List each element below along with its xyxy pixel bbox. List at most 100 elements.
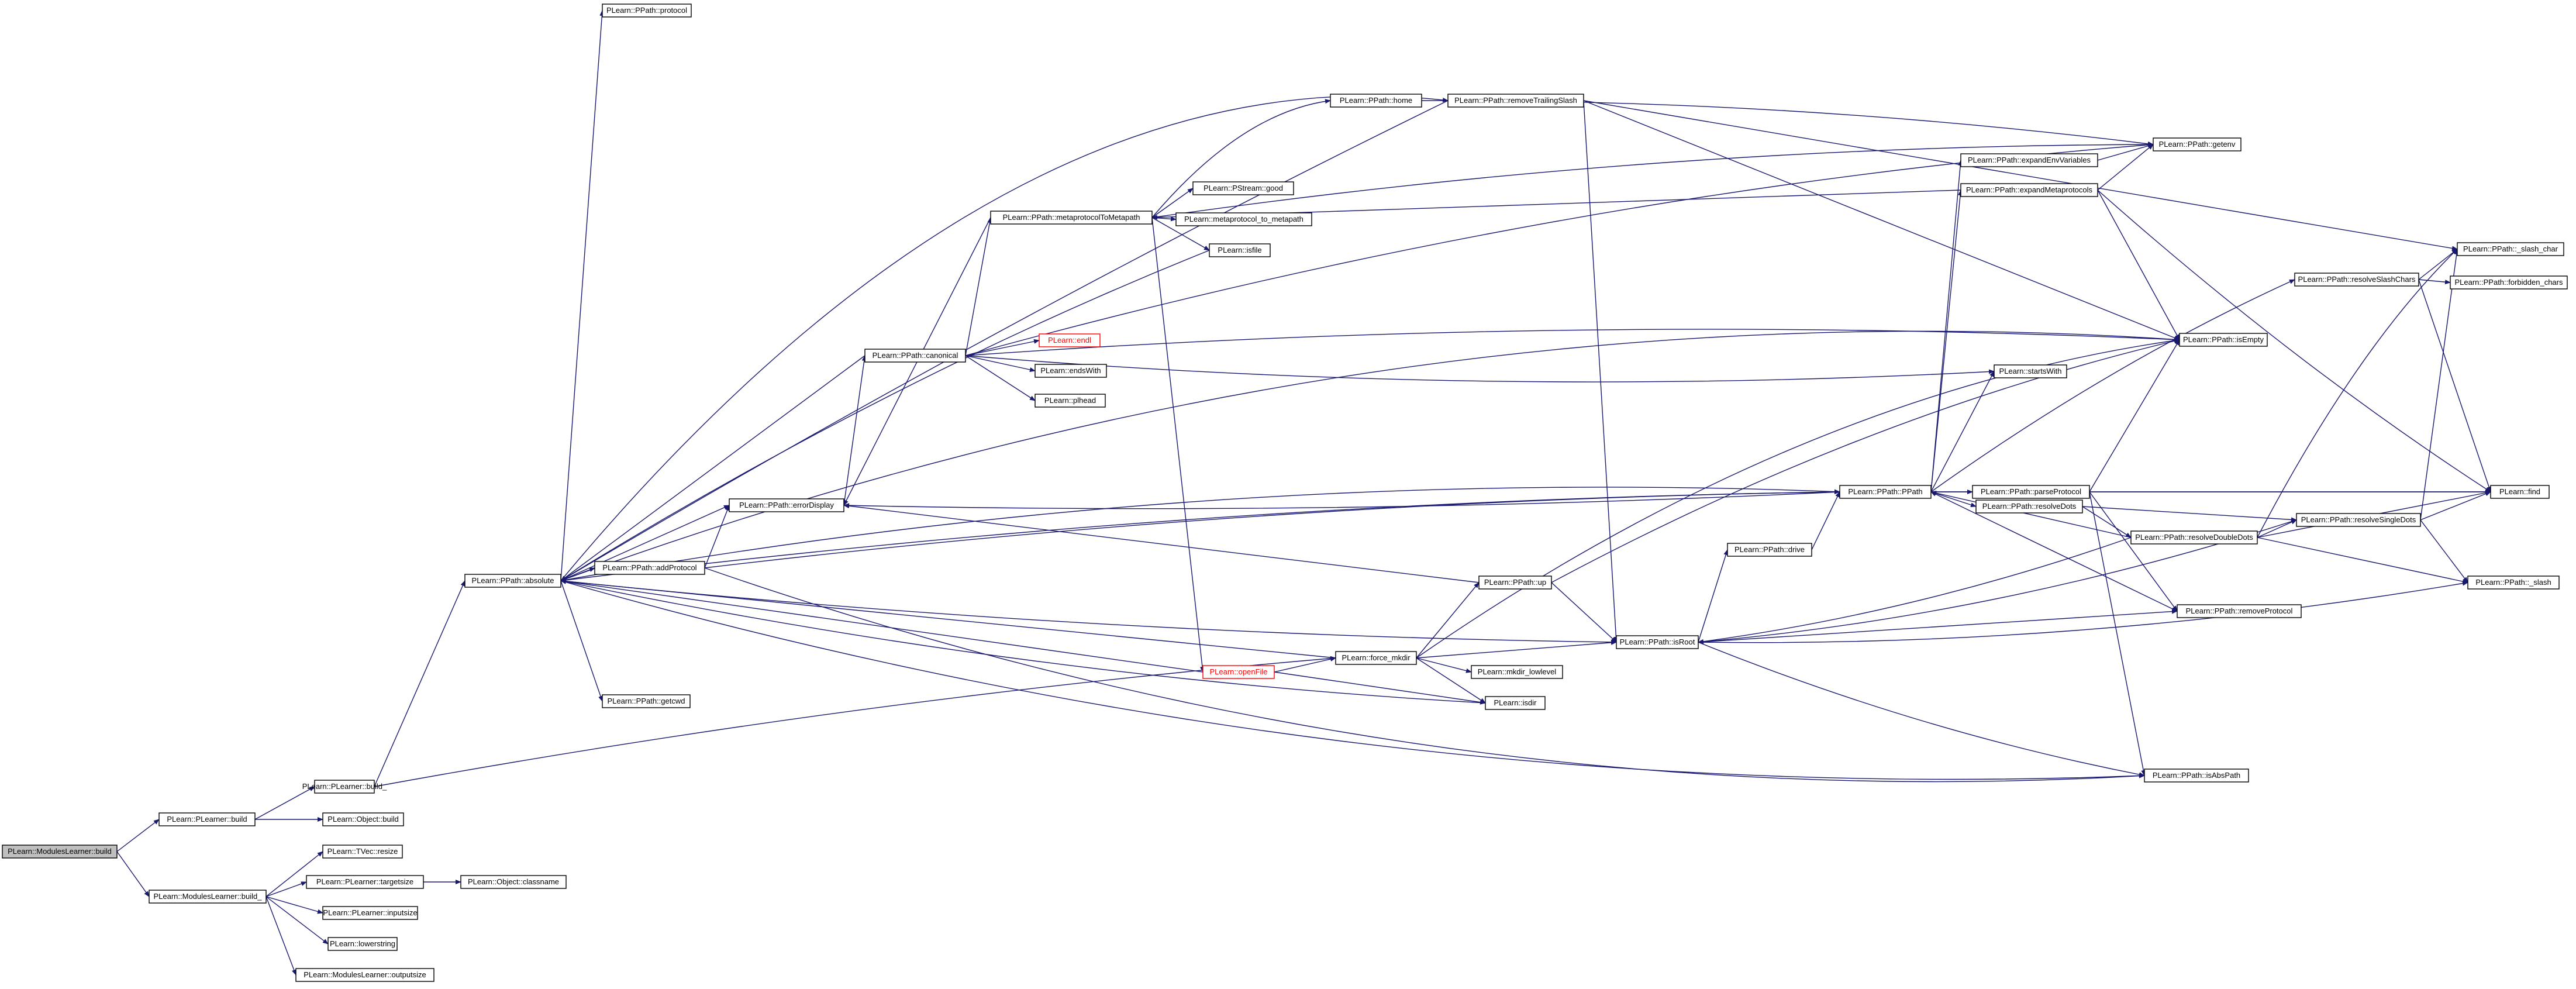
node-object-classname[interactable]: PLearn::Object::classname [460, 875, 567, 889]
node-ppath-home[interactable]: PLearn::PPath::home [1330, 94, 1422, 108]
node-label: PLearn::PPath::resolveSlashChars [2298, 275, 2416, 284]
node-forbidden-chars[interactable]: PLearn::PPath::forbidden_chars [2450, 275, 2568, 290]
node-inputsize[interactable]: PLearn::PLearner::inputsize [322, 906, 418, 920]
node-metaprotocol-to-metapath[interactable]: PLearn::PPath::metaprotocolToMetapath [990, 211, 1153, 225]
node-box [149, 890, 267, 904]
node-label: PLearn::isdir [1494, 698, 1537, 707]
node-box [1960, 153, 2098, 167]
edge-resolve-double-dots-to-slash-char [2257, 249, 2458, 538]
node-box [1175, 212, 1312, 226]
node-ppath-errordisplay[interactable]: PLearn::PPath::errorDisplay [729, 498, 844, 512]
node-pstream-good[interactable]: PLearn::PStream::good [1192, 181, 1294, 195]
node-modules-build-[interactable]: PLearn::ModulesLearner::build_ [149, 890, 267, 904]
edge-isfile-to-ppath-absolute [560, 250, 1210, 581]
edge-remove-trailing-slash-to-ppath-isempty [1583, 100, 2180, 340]
edge-force-mkdir-to-ppath-absolute [560, 578, 1336, 659]
node-label: PLearn::PPath::home [1340, 96, 1412, 105]
node-box [2457, 242, 2564, 256]
node-endswith[interactable]: PLearn::endsWith [1034, 364, 1107, 378]
node-ppath-canonical[interactable]: PLearn::PPath::canonical [864, 349, 966, 363]
node-ppath-absolute[interactable]: PLearn::PPath::absolute [464, 574, 561, 588]
node-remove-trailing-slash[interactable]: PLearn::PPath::removeTrailingSlash [1447, 94, 1584, 108]
edge-remove-trailing-slash-to-ppath-isroot [1583, 100, 1619, 643]
node-resolve-dots[interactable]: PLearn::PPath::resolveDots [1975, 499, 2083, 514]
node-label: PLearn::PLearner::build_ [302, 782, 387, 791]
edge-ppath-up-to-ppath-errordisplay [843, 504, 1480, 583]
node-is-abs-path[interactable]: PLearn::PPath::isAbsPath [2144, 769, 2249, 783]
edge-ppath-addprotocol-to-ppath-errordisplay [704, 505, 730, 568]
node-resolve-double-dots[interactable]: PLearn::PPath::resolveDoubleDots [2130, 530, 2258, 545]
edge-isdir-to-ppath-absolute [560, 579, 1486, 704]
edge-modules-build--to-tvec-resize [265, 851, 323, 897]
node-box [327, 937, 398, 951]
node-box [1485, 696, 1546, 710]
node-ppath-drive[interactable]: PLearn::PPath::drive [1727, 543, 1812, 557]
node-openfile[interactable]: PLearn::openFile [1202, 665, 1275, 679]
node-box [1616, 635, 1699, 649]
edge-ppath-canonical-to-plhead [965, 355, 1036, 401]
node-ppath-getenv[interactable]: PLearn::PPath::getenv [2153, 137, 2242, 151]
node-root[interactable]: PLearn::ModulesLearner::build [2, 845, 118, 859]
edge-ppath-ppath-to-resolve-slash-chars [1930, 279, 2295, 492]
node-box [158, 812, 256, 826]
edge-ppath-canonical-to-ppath-getenv [965, 142, 2154, 356]
node-ppath-isroot[interactable]: PLearn::PPath::isRoot [1616, 635, 1699, 649]
node-box [314, 780, 375, 794]
node-metaprotocol-to-metapath-fn[interactable]: PLearn::metaprotocol_to_metapath [1175, 212, 1312, 226]
node-endl[interactable]: PLearn::endl [1039, 333, 1101, 347]
node-startswith[interactable]: PLearn::startsWith [1994, 364, 2067, 378]
node-find[interactable]: PLearn::find [2490, 485, 2550, 499]
node-label: PLearn::PLearner::build [167, 815, 247, 823]
node-slash-char[interactable]: PLearn::PPath::_slash_char [2457, 242, 2564, 256]
edge-root-to-modules-build- [116, 851, 150, 897]
node-box [460, 875, 567, 889]
node-plearner-build-[interactable]: PLearn::PLearner::build_ [302, 780, 387, 794]
node-label: PLearn::PPath::removeProtocol [2186, 607, 2293, 615]
node-slash[interactable]: PLearn::PPath::_slash [2467, 576, 2560, 590]
node-ppath-ppath[interactable]: PLearn::PPath::PPath [1839, 485, 1932, 499]
node-ppath-isempty[interactable]: PLearn::PPath::isEmpty [2179, 333, 2268, 347]
edge-resolve-single-dots-to-slash-char [2420, 249, 2459, 521]
node-resolve-single-dots[interactable]: PLearn::PPath::resolveSingleDots [2296, 513, 2421, 527]
edge-plearner-build-to-plearner-build- [254, 786, 315, 820]
node-plhead[interactable]: PLearn::plhead [1034, 394, 1106, 408]
edge-metaprotocol-to-metapath-to-ppath-getenv [1151, 142, 2154, 218]
edge-ppath-ppath-to-resolve-dots [1930, 491, 1977, 508]
edge-expand-metaprotocols-to-ppath-getenv [2097, 144, 2154, 191]
node-plearner-build[interactable]: PLearn::PLearner::build [158, 812, 256, 826]
edge-force-mkdir-to-ppath-up [1416, 582, 1480, 659]
node-ppath-getcwd[interactable]: PLearn::PPath::getcwd [602, 694, 691, 708]
node-lowerstring[interactable]: PLearn::lowerstring [327, 937, 398, 951]
node-parse-protocol[interactable]: PLearn::PPath::parseProtocol [1972, 485, 2090, 499]
node-isdir[interactable]: PLearn::isdir [1485, 696, 1546, 710]
node-outputsize[interactable]: PLearn::ModulesLearner::outputsize [295, 968, 434, 982]
node-targetsize[interactable]: PLearn::PLearner::targetsize [306, 875, 424, 889]
node-isfile[interactable]: PLearn::isfile [1209, 243, 1271, 257]
node-box [322, 812, 404, 826]
node-mkdir-lowlevel[interactable]: PLearn::mkdir_lowlevel [1471, 665, 1563, 679]
node-label: PLearn::PPath::removeTrailingSlash [1454, 96, 1577, 105]
node-ppath-protocol[interactable]: PLearn::PPath::protocol [602, 4, 692, 18]
node-box [322, 906, 418, 920]
node-box [2296, 513, 2421, 527]
edge-ppath-isroot-to-is-abs-path [1698, 642, 2145, 777]
node-box [1335, 651, 1417, 665]
node-ppath-up[interactable]: PLearn::PPath::up [1478, 576, 1552, 590]
node-label: PLearn::openFile [1209, 667, 1267, 676]
node-remove-protocol[interactable]: PLearn::PPath::removeProtocol [2177, 604, 2302, 618]
edge-parse-protocol-to-is-abs-path [2089, 491, 2146, 776]
node-object-build[interactable]: PLearn::Object::build [322, 812, 404, 826]
edge-ppath-addprotocol-to-is-abs-path [704, 567, 2145, 783]
node-force-mkdir[interactable]: PLearn::force_mkdir [1335, 651, 1417, 665]
edge-ppath-absolute-to-ppath-isroot [560, 580, 1617, 645]
node-expand-env-variables[interactable]: PLearn::PPath::expandEnvVariables [1960, 153, 2098, 167]
node-label: PLearn::PLearner::inputsize [323, 908, 417, 917]
node-label: PLearn::endl [1048, 336, 1091, 344]
node-resolve-slash-chars[interactable]: PLearn::PPath::resolveSlashChars [2294, 273, 2419, 287]
node-expand-metaprotocols[interactable]: PLearn::PPath::expandMetaprotocols [1960, 183, 2098, 197]
edge-force-mkdir-to-ppath-isroot [1416, 640, 1617, 659]
node-box [729, 498, 844, 512]
node-tvec-resize[interactable]: PLearn::TVec::resize [322, 845, 403, 859]
node-box [2153, 137, 2242, 151]
node-ppath-addprotocol[interactable]: PLearn::PPath::addProtocol [594, 561, 705, 575]
